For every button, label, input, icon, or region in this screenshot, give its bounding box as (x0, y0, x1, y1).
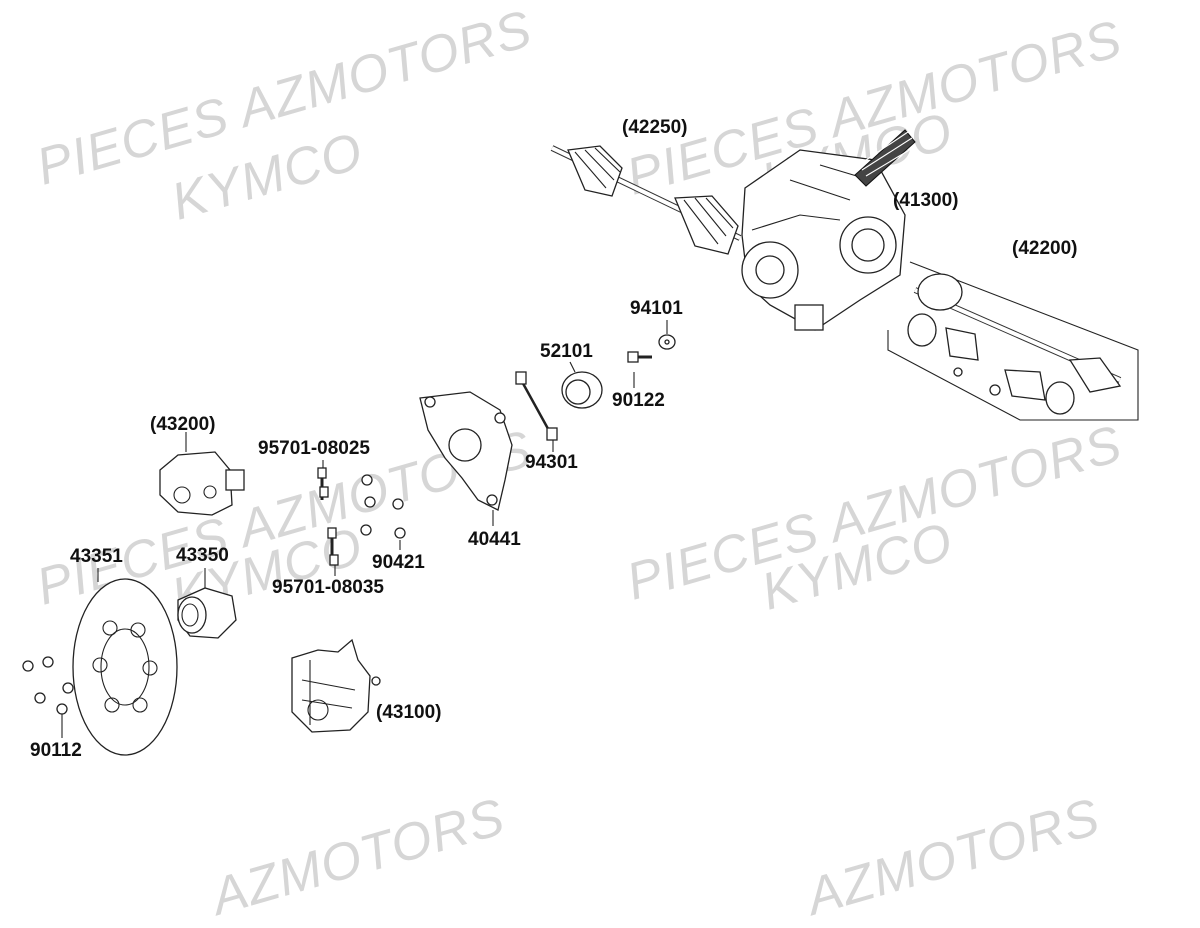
label-52101: 52101 (540, 341, 593, 362)
label-43200: (43200) (150, 414, 216, 435)
drive-shaft-42250[interactable] (550, 145, 742, 255)
label-90112: 90112 (30, 740, 82, 761)
label-94101: 94101 (630, 298, 683, 319)
label-43351: 43351 (70, 546, 123, 567)
label-43350: 43350 (176, 545, 229, 566)
differential-gearbox-41300[interactable] (741, 129, 917, 331)
nut-90421[interactable] (360, 474, 406, 539)
label-41300: (41300) (893, 190, 959, 211)
label-40441: 40441 (468, 529, 521, 550)
label-95701-08025: 95701-08025 (258, 438, 370, 459)
label-43100: (43100) (376, 702, 442, 723)
label-94301: 94301 (525, 452, 578, 473)
label-90122: 90122 (612, 390, 665, 411)
pin-94301[interactable] (515, 371, 558, 441)
drive-shaft-42200[interactable] (887, 261, 1139, 421)
screw-90112[interactable] (22, 656, 74, 715)
washer-94101[interactable] (658, 334, 676, 350)
label-42200: (42200) (1012, 238, 1078, 259)
bolt-95701-08025[interactable] (317, 467, 329, 500)
bolt-95701-08035[interactable] (327, 527, 339, 566)
label-42250: (42250) (622, 117, 688, 138)
wheel-hub-43350[interactable] (177, 587, 237, 639)
leader-lines (61, 320, 668, 738)
brake-master-cylinder-43200[interactable] (159, 451, 245, 516)
exploded-parts-diagram (22, 129, 1139, 756)
caliper-bracket-40441[interactable] (419, 391, 513, 511)
brake-disc-43351[interactable] (72, 578, 178, 756)
label-90421: 90421 (372, 552, 425, 573)
bearing-52101[interactable] (561, 371, 603, 409)
bolt-90122[interactable] (627, 351, 652, 363)
label-95701-08035: 95701-08035 (272, 577, 384, 598)
brake-caliper-43100[interactable] (291, 638, 381, 733)
